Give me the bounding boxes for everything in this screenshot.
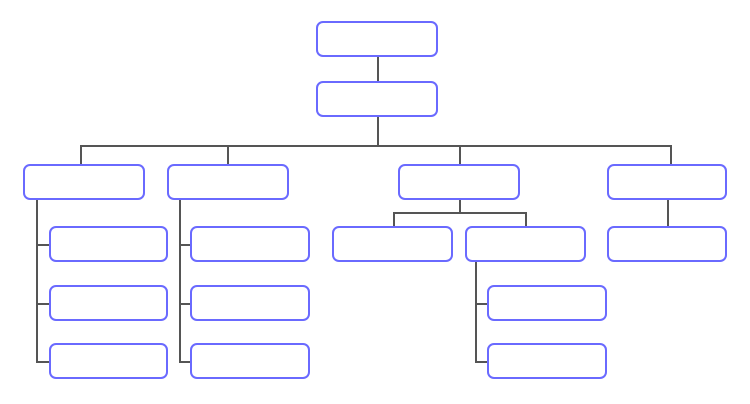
node-b1-child-1[interactable] [49,226,168,262]
node-branch-4[interactable] [607,164,727,200]
connector-b1-elbow-2 [36,303,49,305]
connector-b3-bus [393,212,526,214]
node-b2-child-1[interactable] [190,226,310,262]
node-b3c2-child-1[interactable] [487,285,607,321]
connector-b3-drop [459,200,461,212]
connector-b3-bus-to-child-2 [525,212,527,226]
connector-root2-drop [377,117,379,145]
node-root-1[interactable] [316,21,438,57]
node-b3-child-2[interactable] [465,226,586,262]
connector-b3c2-elbow-2 [475,361,487,363]
connector-root1-to-root2 [377,57,379,81]
node-b2-child-2[interactable] [190,285,310,321]
node-branch-3[interactable] [398,164,520,200]
connector-bus-to-branch-3 [459,145,461,164]
node-b1-child-3[interactable] [49,343,168,379]
connector-bus-to-branch-4 [670,145,672,164]
connector-b2-elbow-1 [179,244,190,246]
node-branch-1[interactable] [23,164,145,200]
connector-b4-to-child [667,200,669,226]
connector-b1-elbow-1 [36,244,49,246]
node-root-2[interactable] [316,81,438,117]
connector-b2-elbow-3 [179,361,190,363]
connector-b3-bus-to-child-1 [393,212,395,226]
connector-b1-spine [36,200,38,361]
connector-level2-bus [80,145,671,147]
node-branch-2[interactable] [167,164,289,200]
node-b2-child-3[interactable] [190,343,310,379]
node-b3-child-1[interactable] [332,226,453,262]
node-b4-child-1[interactable] [607,226,727,262]
connector-b1-elbow-3 [36,361,49,363]
connector-b3c2-elbow-1 [475,303,487,305]
connector-b2-spine [179,200,181,361]
connector-bus-to-branch-2 [227,145,229,164]
node-b1-child-2[interactable] [49,285,168,321]
connector-b3c2-spine [475,262,477,361]
node-b3c2-child-2[interactable] [487,343,607,379]
connector-b2-elbow-2 [179,303,190,305]
connector-bus-to-branch-1 [80,145,82,164]
